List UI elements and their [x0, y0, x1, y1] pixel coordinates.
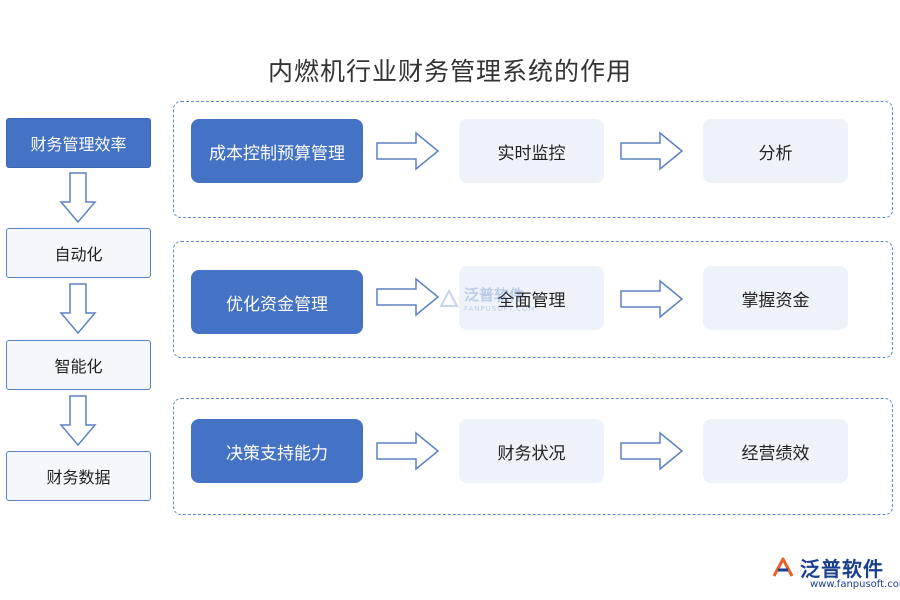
step-node-financial-status: 财务状况	[459, 419, 604, 483]
right-arrow-2a	[376, 277, 440, 317]
left-node-automation: 自动化	[6, 228, 151, 278]
watermark-url: FANPUSOFT.COM	[464, 305, 536, 313]
brand-logo: 泛普软件	[770, 553, 884, 582]
group-fund-management	[173, 241, 893, 358]
step-node-full-management: 全面管理	[459, 266, 604, 330]
main-node-optimize-funds: 优化资金管理	[191, 270, 363, 334]
left-node-efficiency: 财务管理效率	[6, 118, 151, 168]
step-node-realtime-monitor: 实时监控	[459, 119, 604, 183]
right-arrow-2b	[620, 279, 684, 319]
right-arrow-1a	[376, 131, 440, 171]
step-node-analysis: 分析	[703, 119, 848, 183]
watermark: 泛普软件 FANPUSOFT.COM	[438, 284, 536, 313]
left-node-financial-data: 财务数据	[6, 451, 151, 501]
right-arrow-3b	[620, 431, 684, 471]
brand-logo-url: www.fanpusoft.com	[810, 579, 900, 590]
step-node-business-performance: 经营绩效	[703, 419, 848, 483]
right-arrow-1b	[620, 131, 684, 171]
down-arrow-2	[59, 283, 97, 335]
brand-logo-icon	[772, 557, 794, 577]
group-decision-support	[173, 398, 893, 515]
watermark-text: 泛普软件	[464, 286, 525, 304]
watermark-logo-icon	[439, 288, 459, 307]
left-node-intelligence: 智能化	[6, 340, 151, 390]
diagram-title: 内燃机行业财务管理系统的作用	[267, 57, 632, 86]
step-node-master-funds: 掌握资金	[703, 266, 848, 330]
main-node-cost-budget: 成本控制预算管理	[191, 119, 363, 183]
down-arrow-3	[59, 395, 97, 447]
right-arrow-3a	[376, 431, 440, 471]
down-arrow-1	[59, 172, 97, 224]
brand-logo-name: 泛普软件	[800, 557, 884, 581]
main-node-decision-support: 决策支持能力	[191, 419, 363, 483]
group-cost-control	[173, 101, 893, 218]
